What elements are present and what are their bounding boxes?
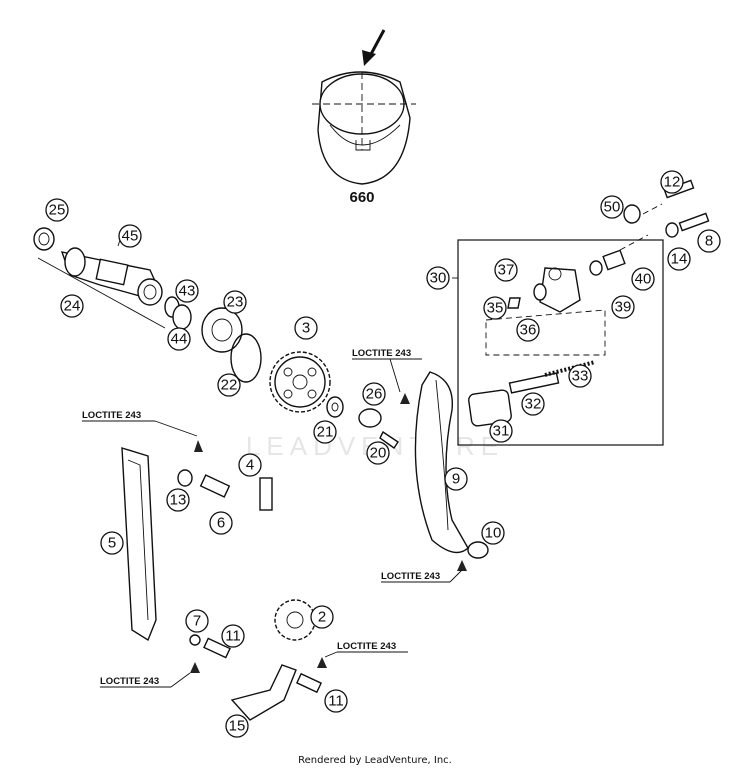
svg-text:LOCTITE 243: LOCTITE 243 <box>352 348 411 359</box>
tensioner-rail <box>414 371 489 559</box>
svg-text:14: 14 <box>671 251 688 268</box>
callout-20[interactable]: 20 <box>366 441 390 465</box>
tensioner-assembly <box>452 179 710 446</box>
svg-text:24: 24 <box>64 298 81 315</box>
svg-text:35: 35 <box>487 300 504 317</box>
callout-21[interactable]: 21 <box>313 420 337 444</box>
cam-detail-660: 660 <box>312 29 416 206</box>
callout-24[interactable]: 24 <box>60 294 84 318</box>
loctite-label-upper-left: LOCTITE 243 <box>82 410 198 437</box>
callout-4[interactable]: 4 <box>238 453 262 477</box>
svg-text:44: 44 <box>171 331 188 348</box>
svg-text:21: 21 <box>317 424 334 441</box>
callout-30[interactable]: 30 <box>426 266 450 290</box>
callout-15[interactable]: 15 <box>225 714 249 738</box>
callout-39[interactable]: 39 <box>611 295 635 319</box>
callout-44[interactable]: 44 <box>167 327 191 351</box>
callout-43[interactable]: 43 <box>175 279 199 303</box>
cam-sprocket <box>269 351 399 449</box>
callout-31[interactable]: 31 <box>489 419 513 443</box>
callout-37[interactable]: 37 <box>494 258 518 282</box>
loctite-label-lower-left: LOCTITE 243 <box>100 672 191 688</box>
svg-text:7: 7 <box>193 613 201 630</box>
svg-text:33: 33 <box>572 368 589 385</box>
svg-text:50: 50 <box>604 199 621 216</box>
svg-text:13: 13 <box>170 492 187 509</box>
callout-14[interactable]: 14 <box>667 247 691 271</box>
callout-7[interactable]: 7 <box>185 609 209 633</box>
callout-22[interactable]: 22 <box>217 373 241 397</box>
svg-text:32: 32 <box>525 396 542 413</box>
callout-32[interactable]: 32 <box>521 392 545 416</box>
callout-33[interactable]: 33 <box>568 364 592 388</box>
svg-text:2: 2 <box>318 609 326 626</box>
callout-13[interactable]: 13 <box>166 488 190 512</box>
svg-text:LOCTITE 243: LOCTITE 243 <box>381 571 440 582</box>
callout-8[interactable]: 8 <box>697 229 721 253</box>
svg-text:4: 4 <box>246 457 254 474</box>
callout-36[interactable]: 36 <box>516 318 540 342</box>
svg-text:39: 39 <box>615 299 632 316</box>
svg-text:11: 11 <box>328 693 344 710</box>
svg-text:31: 31 <box>493 423 510 440</box>
svg-text:3: 3 <box>302 320 310 337</box>
svg-text:43: 43 <box>179 283 196 300</box>
callout-11-upper[interactable]: 11 <box>221 624 245 648</box>
svg-text:LOCTITE 243: LOCTITE 243 <box>100 676 159 687</box>
callout-5[interactable]: 5 <box>100 531 124 555</box>
small-parts <box>177 393 467 721</box>
callout-25[interactable]: 25 <box>45 198 69 222</box>
svg-text:36: 36 <box>520 322 537 339</box>
svg-text:23: 23 <box>227 294 244 311</box>
callout-3[interactable]: 3 <box>294 316 318 340</box>
svg-text:LOCTITE 243: LOCTITE 243 <box>82 410 141 421</box>
callout-12[interactable]: 12 <box>660 170 684 194</box>
svg-text:LOCTITE 243: LOCTITE 243 <box>337 641 396 652</box>
svg-text:9: 9 <box>452 471 460 488</box>
svg-text:8: 8 <box>705 233 713 250</box>
variant-label: 660 <box>349 189 374 206</box>
svg-text:22: 22 <box>221 377 238 394</box>
chain-guide-rail <box>121 447 157 642</box>
svg-text:40: 40 <box>635 271 652 288</box>
svg-text:6: 6 <box>217 515 225 532</box>
svg-text:26: 26 <box>366 386 383 403</box>
svg-text:37: 37 <box>498 262 515 279</box>
svg-text:5: 5 <box>108 535 116 552</box>
callout-50[interactable]: 50 <box>600 195 624 219</box>
callout-2[interactable]: 2 <box>310 605 334 629</box>
svg-text:20: 20 <box>370 445 387 462</box>
callout-9[interactable]: 9 <box>444 467 468 491</box>
callout-40[interactable]: 40 <box>631 267 655 291</box>
svg-text:10: 10 <box>485 525 502 542</box>
svg-text:15: 15 <box>229 718 246 735</box>
callout-11-lower[interactable]: 11 <box>324 689 348 713</box>
arrow-indicator-icon <box>362 29 386 66</box>
camshaft-group <box>33 227 262 383</box>
callout-45[interactable]: 45 <box>118 224 142 248</box>
loctite-label-right: LOCTITE 243 <box>381 569 463 583</box>
svg-text:30: 30 <box>430 270 447 287</box>
svg-text:45: 45 <box>122 228 139 245</box>
callout-23[interactable]: 23 <box>223 290 247 314</box>
loctite-label-lower-right: LOCTITE 243 <box>324 641 408 658</box>
footer-credit: Rendered by LeadVenture, Inc. <box>298 755 452 766</box>
svg-text:11: 11 <box>225 628 241 645</box>
svg-text:25: 25 <box>49 202 66 219</box>
svg-text:12: 12 <box>664 174 681 191</box>
loctite-label-center: LOCTITE 243 <box>352 348 422 393</box>
callout-35[interactable]: 35 <box>483 296 507 320</box>
callout-26[interactable]: 26 <box>362 382 386 406</box>
callout-10[interactable]: 10 <box>481 521 505 545</box>
callout-6[interactable]: 6 <box>209 511 233 535</box>
